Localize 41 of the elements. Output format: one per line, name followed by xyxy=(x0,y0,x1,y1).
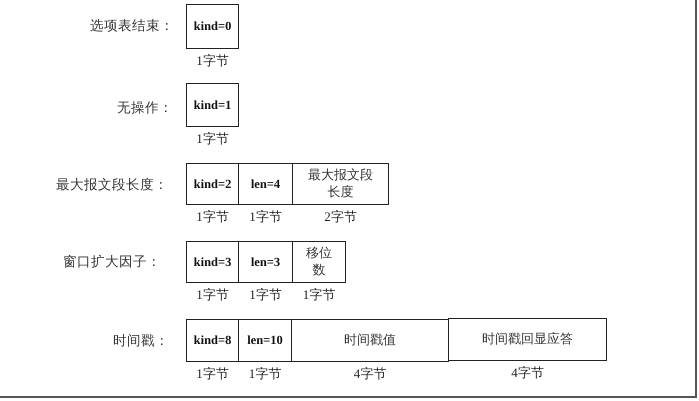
field-value: len=4 xyxy=(250,176,280,192)
field-name: 移位数 xyxy=(305,245,333,279)
field-value: kind=2 xyxy=(194,176,232,192)
option-name-label: 时间戳： xyxy=(113,332,169,350)
field-value: kind=3 xyxy=(194,254,232,270)
field-value: kind=8 xyxy=(194,332,232,349)
byte-size-label: 1字节 xyxy=(196,209,229,225)
byte-size-label: 2字节 xyxy=(324,209,357,225)
option-field-cell xyxy=(291,319,449,362)
option-field-cell xyxy=(186,83,239,127)
option-field-cell xyxy=(448,318,607,361)
field-value: len=10 xyxy=(247,332,283,349)
option-name-label: 最大报文段长度： xyxy=(56,176,168,194)
option-field-cell xyxy=(238,241,293,283)
byte-size-label: 4字节 xyxy=(354,366,386,382)
option-field-cell xyxy=(186,319,239,362)
option-name-label: 窗口扩大因子： xyxy=(63,253,161,271)
field-value: kind=1 xyxy=(194,96,232,114)
byte-size-label: 1字节 xyxy=(249,209,282,225)
option-field-cell xyxy=(292,163,389,205)
field-name: 时间戳回显应答 xyxy=(482,331,573,348)
byte-size-label: 1字节 xyxy=(302,287,336,303)
byte-size-label: 1字节 xyxy=(249,287,282,303)
byte-size-label: 1字节 xyxy=(196,53,229,69)
field-value: len=3 xyxy=(250,254,280,270)
option-field-cell xyxy=(186,241,239,283)
option-name-label: 无操作： xyxy=(117,99,173,117)
option-field-cell xyxy=(186,4,239,49)
option-name-label: 选项表结束： xyxy=(90,17,174,35)
byte-size-label: 1字节 xyxy=(248,366,282,382)
field-name: 时间戳值 xyxy=(344,332,396,349)
byte-size-label: 1字节 xyxy=(196,287,229,303)
field-value: kind=0 xyxy=(194,18,232,35)
option-field-cell xyxy=(292,241,346,283)
option-field-cell xyxy=(238,163,293,205)
field-name: 最大报文段长度 xyxy=(307,167,374,201)
byte-size-label: 1字节 xyxy=(196,366,229,382)
byte-size-label: 1字节 xyxy=(196,131,229,147)
byte-size-label: 4字节 xyxy=(511,365,544,381)
option-field-cell xyxy=(186,163,239,205)
option-field-cell xyxy=(238,319,292,362)
